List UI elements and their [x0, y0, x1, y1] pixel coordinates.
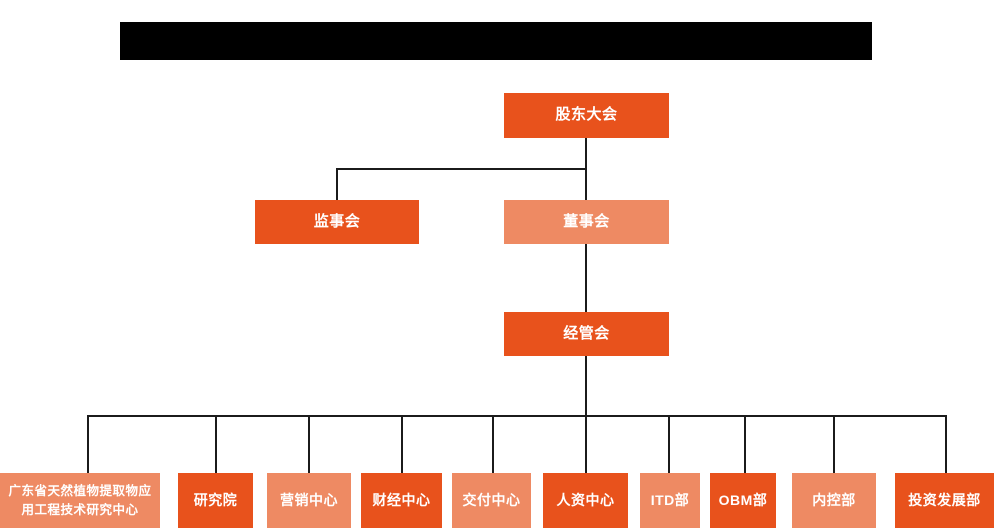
node-management-committee[interactable]: 经管会 [504, 312, 669, 356]
connector-drop-dept-5 [585, 415, 587, 473]
connector-drop-dept-4 [492, 415, 494, 473]
node-dept-obm[interactable]: OBM部 [710, 473, 776, 528]
connector-management-stem [585, 356, 587, 416]
connector-drop-dept-1 [215, 415, 217, 473]
node-dept-research-institute[interactable]: 研究院 [178, 473, 253, 528]
connector-drop-dept-9 [945, 415, 947, 473]
connector-drop-dept-8 [833, 415, 835, 473]
connector-drop-dept-3 [401, 415, 403, 473]
connector-drop-dept-0 [87, 415, 89, 473]
node-dept-hr-center[interactable]: 人资中心 [543, 473, 628, 528]
node-dept-itd[interactable]: ITD部 [640, 473, 700, 528]
node-dept-line-1: 广东省天然植物提取物应 [8, 484, 152, 499]
connector-drop-dept-6 [668, 415, 670, 473]
connector-board-to-management [585, 244, 587, 312]
connector-drop-dept-2 [308, 415, 310, 473]
connector-shareholders-stem [585, 138, 587, 169]
node-dept-research-center[interactable]: 广东省天然植物提取物应 用工程技术研究中心 [0, 473, 160, 528]
connector-drop-dept-7 [744, 415, 746, 473]
connector-departments-bus [87, 415, 947, 417]
redacted-title-bar [120, 22, 872, 60]
node-dept-delivery-center[interactable]: 交付中心 [452, 473, 531, 528]
node-dept-marketing-center[interactable]: 营销中心 [267, 473, 351, 528]
node-dept-finance-center[interactable]: 财经中心 [361, 473, 442, 528]
node-dept-internal-control[interactable]: 内控部 [792, 473, 876, 528]
node-dept-investment-development[interactable]: 投资发展部 [895, 473, 994, 528]
node-dept-research-center-text: 广东省天然植物提取物应 用工程技术研究中心 [8, 482, 151, 518]
node-shareholders-meeting[interactable]: 股东大会 [504, 93, 669, 138]
node-dept-line-2: 用工程技术研究中心 [21, 502, 139, 517]
node-board-of-supervisors[interactable]: 监事会 [255, 200, 419, 244]
connector-drop-supervisors [336, 168, 338, 200]
connector-level2-bus [336, 168, 586, 170]
node-board-of-directors[interactable]: 董事会 [504, 200, 669, 244]
connector-drop-board [585, 168, 587, 200]
